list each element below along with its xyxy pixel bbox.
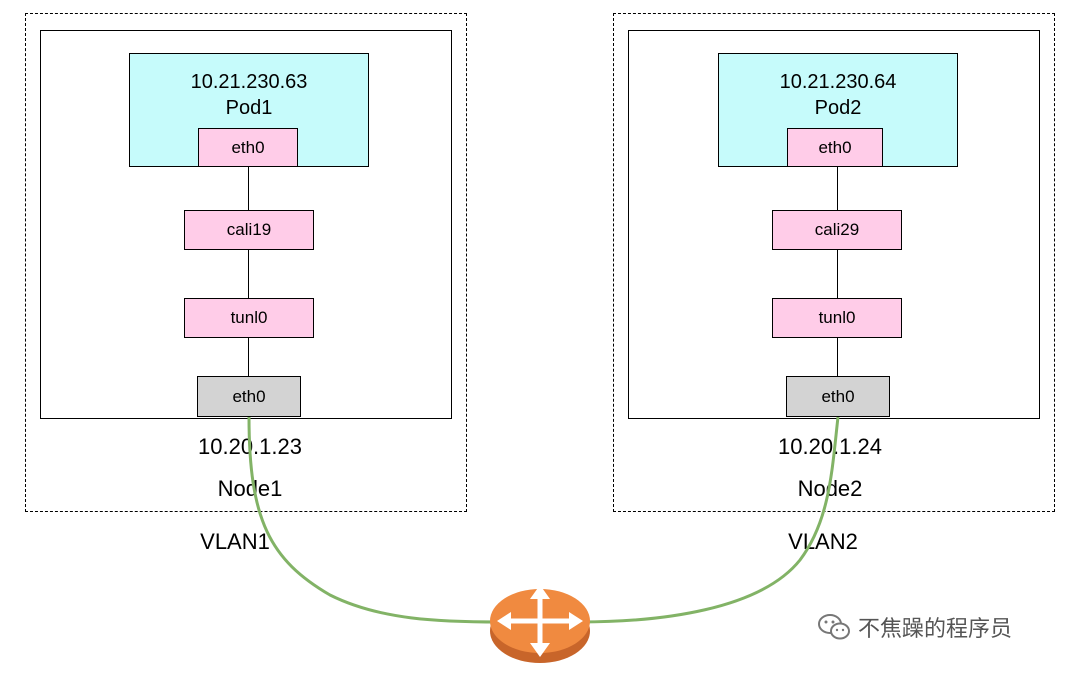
pod2-link-line <box>837 167 838 210</box>
wechat-icon <box>818 614 850 640</box>
tunl0-iface-node2[interactable]: tunl0 <box>772 298 902 338</box>
tunl0-link-line-node1 <box>248 338 249 376</box>
pod2-ip: 10.21.230.64 <box>779 71 897 93</box>
pod1-ip: 10.21.230.63 <box>190 71 308 93</box>
vlan1-label: VLAN1 <box>200 529 270 554</box>
pod2-eth0[interactable]: eth0 <box>787 128 883 167</box>
node2-eth0[interactable]: eth0 <box>786 376 890 417</box>
pod2-name: Pod2 <box>814 97 862 119</box>
pod1-eth0[interactable]: eth0 <box>198 128 298 167</box>
vlan2-label: VLAN2 <box>788 529 858 554</box>
cali19-iface[interactable]: cali19 <box>184 210 314 250</box>
pod1-name: Pod1 <box>225 97 273 119</box>
vlan1-boundary <box>25 13 467 512</box>
watermark-text: 不焦躁的程序员 <box>858 617 1013 642</box>
cable-node2-router <box>579 416 840 624</box>
tunl0-iface-node1[interactable]: tunl0 <box>184 298 314 338</box>
vlan2-boundary <box>613 13 1055 512</box>
tunl0-link-line-node2 <box>837 338 838 376</box>
pod1-link-line <box>248 167 249 210</box>
cali29-link-line <box>837 250 838 298</box>
cable-node1-router <box>247 416 501 624</box>
cali19-link-line <box>248 250 249 298</box>
watermark: 不焦躁的程序员 <box>816 611 1012 643</box>
pod1-box[interactable]: 10.21.230.63 Pod1 <box>129 53 369 167</box>
cali29-iface[interactable]: cali29 <box>772 210 902 250</box>
node2-ip: 10.20.1.24 <box>778 434 882 459</box>
router-icon[interactable] <box>490 585 590 663</box>
node1-eth0[interactable]: eth0 <box>197 376 301 417</box>
node1-name: Node1 <box>217 476 283 501</box>
